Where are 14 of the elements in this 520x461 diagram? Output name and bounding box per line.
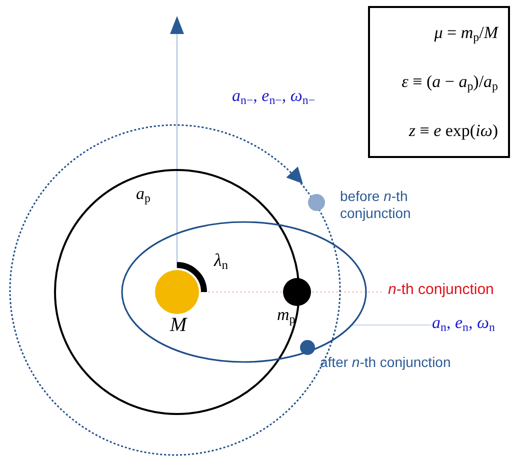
orbit-elements-label: a$_{n−}$, e$_{n−}$, ω$_{n−}$ xyxy=(232,86,316,106)
formula-text: μ = m$_{p}$/M xyxy=(434,22,498,43)
conjunction-label: n-th conjunction xyxy=(388,281,494,299)
orbit-elements-label: a$_{n}$, e$_{n}$, ω$_{n}$ xyxy=(432,313,495,334)
formula-box xyxy=(368,6,510,158)
radius-label: a$_{p}$ xyxy=(136,184,150,204)
formula-text: z ≡ e exp(iω) xyxy=(408,121,498,142)
mass-label: m$_{p}$ xyxy=(277,305,296,326)
caption-text: after n-th conjunction xyxy=(320,354,451,371)
formula-text: ε ≡ (a − a$_{p}$)/a$_{p}$ xyxy=(402,72,498,92)
mass-label: M xyxy=(170,313,187,337)
angle-label: λ$_{n}$ xyxy=(214,250,228,272)
caption-text: before n-th conjunction xyxy=(340,188,412,222)
leader-line xyxy=(352,324,432,326)
